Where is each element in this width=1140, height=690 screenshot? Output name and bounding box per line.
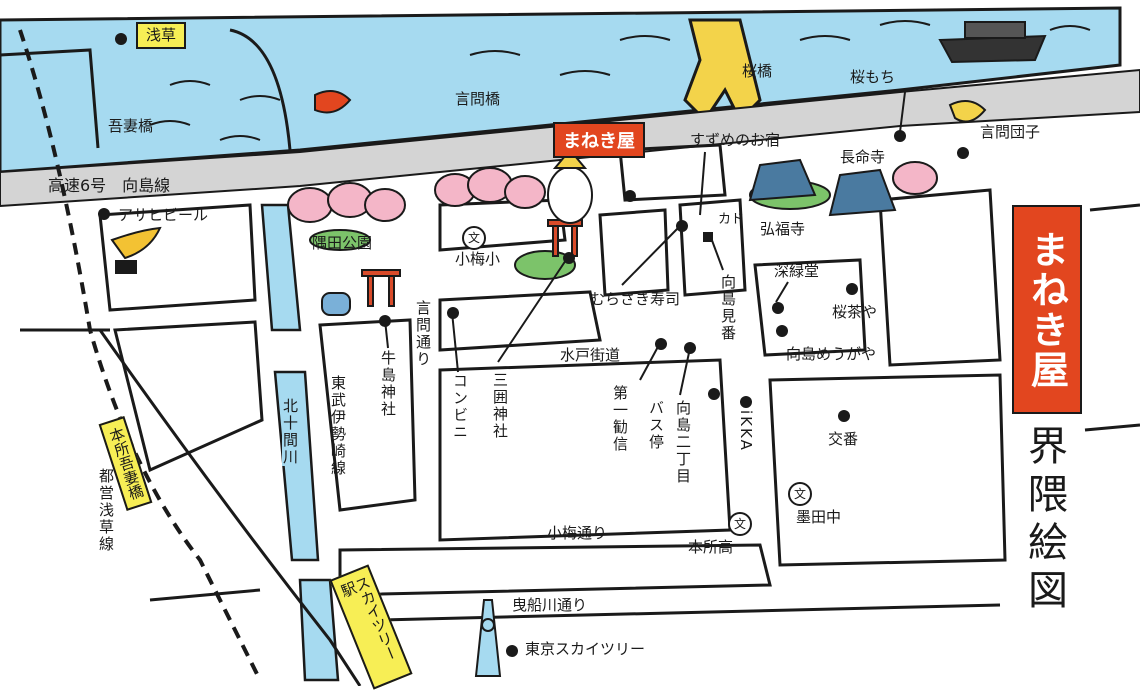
station-asakusa-label: 浅草 (146, 26, 177, 44)
ikka-label: iKKA (737, 410, 755, 452)
sakura-bridge-drawing (683, 18, 762, 123)
asakusa-dot (115, 33, 127, 45)
asahi-dot (98, 208, 110, 220)
mukojima-2chome-label: 向島二丁目 (674, 400, 692, 485)
sakura-mochi-label: 桜もち (850, 68, 896, 86)
kototoi-dango-label: 言問団子 (980, 123, 1041, 141)
kototoi-dori-label: 言問通り (414, 300, 432, 368)
temple-icons (748, 158, 897, 217)
cow-icon (321, 292, 351, 316)
koban-label: 交番 (828, 430, 859, 448)
kitajukken-river (260, 203, 302, 332)
kado-square-icon (703, 232, 713, 242)
konbini-dot (447, 307, 459, 319)
ushijima-dot (379, 315, 391, 327)
pointer-lines (384, 91, 906, 396)
mukojima-2chome-dot (708, 388, 720, 400)
kado-dot (676, 220, 688, 232)
mukojima-kenban-label: 向島見番 (719, 274, 737, 342)
toei-asakusa-label: 都営浅草線 (97, 468, 115, 553)
bus-stop-dot (684, 342, 696, 354)
expressway-label: 高速6号 向島線 (48, 176, 171, 195)
maneki-ya-sign-horizontal[interactable]: まねき屋 (553, 122, 645, 158)
maneki-ya-sign-vertical[interactable]: まねき屋 (1012, 205, 1082, 414)
honjo-high-label: 本所高 (688, 538, 734, 556)
konbini-label: コンビニ (451, 373, 469, 441)
station-asakusa[interactable]: 浅草 (136, 22, 187, 49)
sakura-mochi-dot (894, 130, 906, 142)
fish-icon (314, 90, 352, 114)
meugaya-dot (776, 325, 788, 337)
street-grid (20, 143, 1140, 622)
sakura-chaya-dot (846, 283, 858, 295)
bird-icon (948, 100, 987, 123)
rail-line-tobu (98, 329, 362, 686)
bus-stop-label: バス停 (647, 400, 665, 451)
maneki-ya-horizontal-label: まねき屋 (563, 131, 635, 152)
maneki-ya-vertical-label: まねき屋 (1024, 229, 1070, 390)
map-title: 界隈絵図 (1021, 425, 1067, 617)
sakura-trees (287, 161, 938, 223)
murasaki-sushi-label: むらさき寿司 (590, 290, 681, 308)
koban-dot (838, 410, 850, 422)
ushijima-shrine-label: 牛島神社 (379, 350, 397, 418)
maneki-mascot-icon (547, 148, 593, 224)
school-symbol-icon: 文 (462, 226, 486, 250)
green-shrubs (309, 180, 831, 280)
hikifune-dori-label: 曳船川通り (512, 596, 588, 614)
tokyo-skytree-label: 東京スカイツリー (525, 640, 646, 658)
boat-icon (938, 21, 1047, 64)
chomeiji-label: 長命寺 (840, 148, 886, 166)
skytree-dot (506, 645, 518, 657)
sakura-chaya-label: 桜茶や (832, 303, 878, 321)
koume-elementary-label: 小梅小 (455, 250, 501, 268)
mimeguri-dot (563, 252, 575, 264)
suzume-dot (624, 190, 636, 202)
sumida-park-label: 隅田公園 (312, 234, 373, 252)
bridge-azuma-label: 吾妻橋 (108, 117, 154, 135)
daiichi-kangyo-label: 第一勧信 (611, 385, 629, 453)
kado-label: カド (718, 212, 745, 227)
tobu-isesaki-label: 東武伊勢崎線 (329, 375, 347, 477)
asahi-beer-icon (110, 226, 162, 260)
shinryokudo-label: 深緑堂 (774, 262, 820, 280)
kototoi-dango-dot (957, 147, 969, 159)
bridge-kototoi-label: 言問橋 (455, 90, 501, 108)
bridge-sakura-label: 桜橋 (742, 62, 773, 80)
rail-line-asakusa (18, 29, 262, 681)
shinryokudo-dot (772, 302, 784, 314)
sumida-middle-label: 墨田中 (796, 508, 842, 526)
mito-kaido-label: 水戸街道 (560, 346, 621, 364)
suzume-label: すずめのお宿 (690, 131, 781, 149)
skytree-icon (474, 599, 502, 677)
ikka-dot (740, 396, 752, 408)
mukojima-meugaya-label: 向島めうがや (786, 345, 877, 363)
daiichi-dot (655, 338, 667, 350)
asahi-beer-label: アサヒビール (118, 206, 209, 224)
koume-dori-label: 小梅通り (547, 524, 608, 542)
school-symbol-icon: 文 (728, 512, 752, 536)
kitajukken-label: 北十間川 (281, 398, 299, 466)
mimeguri-shrine-label: 三囲神社 (491, 372, 509, 440)
school-symbol-icon: 文 (788, 482, 812, 506)
kofukuji-label: 弘福寺 (760, 220, 806, 238)
